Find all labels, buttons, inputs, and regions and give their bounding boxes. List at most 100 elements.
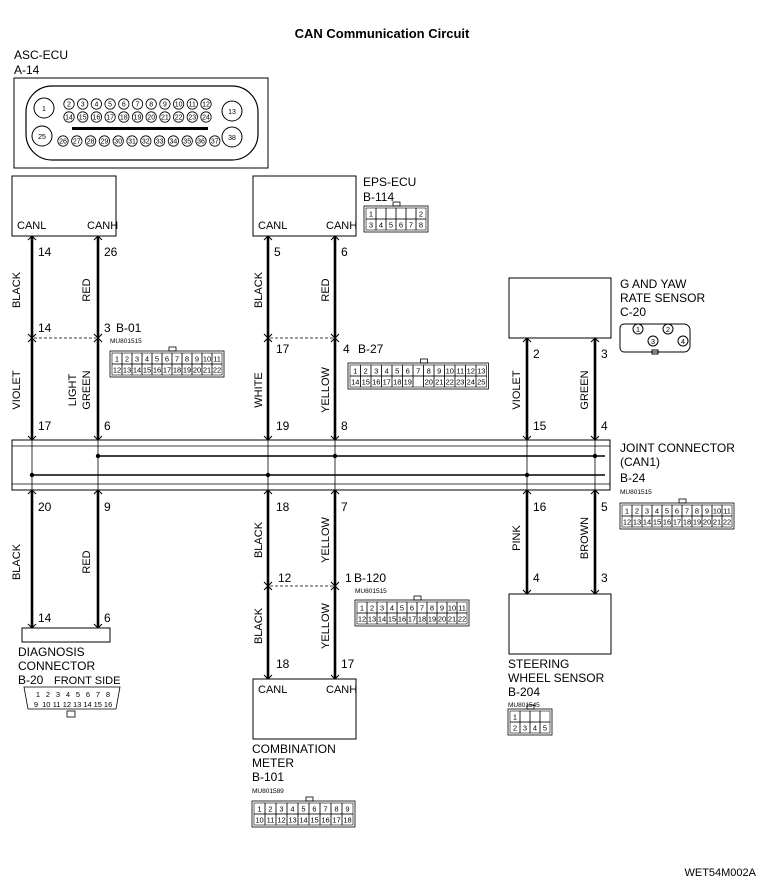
wire-meter-l-color-top: BLACK xyxy=(253,521,265,558)
connector-pin-number: 16 xyxy=(663,518,671,527)
connector-pin-number: 2 xyxy=(125,355,129,364)
eps-ecu-name: EPS-ECU xyxy=(363,175,416,189)
connector-pin-number: 15 xyxy=(388,615,396,624)
connector-pin-number: 21 xyxy=(203,366,211,375)
wire-asc-l-color-top: BLACK xyxy=(11,271,23,308)
wire-asc-l-top-pin: 14 xyxy=(38,245,52,259)
terminal-mark xyxy=(27,235,37,241)
asc-pin-circle xyxy=(195,135,207,147)
joint-part-number: MU801515 xyxy=(620,489,652,496)
wire-meter-l-bot-pin: 18 xyxy=(276,657,290,671)
diag-pin: 13 xyxy=(73,700,81,709)
gyaw-pin-2: 2 xyxy=(666,325,670,334)
wire-asc-h-color-top: RED xyxy=(81,278,93,301)
connector-pin-number: 15 xyxy=(310,816,318,825)
connector-pin-number: 2 xyxy=(635,507,639,516)
asc-pin: 19 xyxy=(134,115,142,122)
diag-pin: 3 xyxy=(56,690,60,699)
diagram-title: CAN Communication Circuit xyxy=(295,26,470,41)
connector-pin-number: 18 xyxy=(418,615,426,624)
asc-pin: 18 xyxy=(120,115,128,122)
connector-pin-number: 14 xyxy=(378,615,386,624)
asc-pin: 17 xyxy=(106,115,114,122)
diag-pin: 16 xyxy=(104,700,112,709)
steer-part-number: MU801545 xyxy=(508,702,540,709)
connector-pin-number: 3 xyxy=(645,507,649,516)
diag-name-line2: CONNECTOR xyxy=(18,659,95,673)
connector-pin-number: 17 xyxy=(163,366,171,375)
eps-canh-label: CANH xyxy=(326,220,357,232)
connector-pin-number: 20 xyxy=(703,518,711,527)
connector-pin-number: 1 xyxy=(257,805,261,814)
asc-ecu-id: A-14 xyxy=(14,63,40,77)
wire-meter-l-mid-pin: 12 xyxy=(278,571,292,585)
wire-gy-h-joint-pin: 4 xyxy=(601,419,608,433)
connector-pin-number: 10 xyxy=(446,367,454,376)
asc-pin-circle xyxy=(104,111,116,123)
connector-pin-number: 8 xyxy=(334,805,338,814)
asc-canl-label: CANL xyxy=(17,220,46,232)
asc-pin-circle xyxy=(118,98,130,110)
asc-pin: 6 xyxy=(122,102,126,109)
wire-steer-l-bot-pin: 4 xyxy=(533,571,540,585)
asc-pin-circle xyxy=(200,98,212,110)
connector-pin-number: 8 xyxy=(185,355,189,364)
eps-canl-label: CANL xyxy=(258,220,287,232)
gyaw-pin-4: 4 xyxy=(681,337,685,346)
wire-diag-l-color: BLACK xyxy=(11,543,23,580)
connector-pin-number: 1 xyxy=(360,604,364,613)
asc-pin: 2 xyxy=(67,102,71,109)
connector-pin-number: 16 xyxy=(372,378,380,387)
asc-pin: 10 xyxy=(175,102,183,109)
connector-pin-number: 4 xyxy=(385,367,389,376)
asc-pin-circle xyxy=(118,111,130,123)
asc-ecu-name: ASC-ECU xyxy=(14,48,68,62)
connector-pin-number: 12 xyxy=(467,367,475,376)
connector-pin-number: 19 xyxy=(428,615,436,624)
asc-pin-circle xyxy=(167,135,179,147)
wire-meter-l-color-bot: BLACK xyxy=(253,607,265,644)
wire-meter-h-color-top: YELLOW xyxy=(320,516,332,562)
connector-pin-number: 25 xyxy=(477,378,485,387)
wire-gy-l-top-pin: 2 xyxy=(533,347,540,361)
diag-pin: 10 xyxy=(42,700,50,709)
connector-pin-number: 9 xyxy=(437,367,441,376)
connector-pin-number: 13 xyxy=(368,615,376,624)
terminal-mark xyxy=(263,337,273,343)
wire-eps-h-joint-pin: 8 xyxy=(341,419,348,433)
connector-pin-number: 2 xyxy=(370,604,374,613)
connector-pin-number: 20 xyxy=(438,615,446,624)
gyaw-pin-3: 3 xyxy=(651,337,655,346)
terminal-mark xyxy=(93,235,103,241)
combination-meter-box xyxy=(252,678,357,740)
wire-diag-l-bot-pin: 14 xyxy=(38,611,52,625)
asc-pin: 7 xyxy=(136,102,140,109)
connector-pin-number: 2 xyxy=(419,210,423,219)
meter-id: B-101 xyxy=(252,770,284,784)
wire-meter-l-joint-pin: 18 xyxy=(276,500,290,514)
wire-eps-l-top-pin: 5 xyxy=(274,245,281,259)
b120-id: B-120 xyxy=(354,571,386,585)
connector-pin-number: 14 xyxy=(351,378,359,387)
meter-canl-label: CANL xyxy=(258,684,287,696)
drawing-code: WET54M002A xyxy=(684,867,756,879)
connector-pin-number: 8 xyxy=(430,604,434,613)
connector-pin-number: 4 xyxy=(533,724,537,733)
connector-pin-number: 17 xyxy=(673,518,681,527)
connector-pin-number: 9 xyxy=(195,355,199,364)
wire-gy-h-top-pin: 3 xyxy=(601,347,608,361)
asc-pin-circle xyxy=(112,135,124,147)
connector-pin-number: 18 xyxy=(393,378,401,387)
connector-pin-number: 12 xyxy=(623,518,631,527)
wire-gy-h-color: GREEN xyxy=(579,370,591,409)
asc-pin-circle xyxy=(159,111,171,123)
connector-pin-number: 22 xyxy=(723,518,731,527)
gyaw-pin-1: 1 xyxy=(636,325,640,334)
connector-pin-number: 4 xyxy=(145,355,149,364)
connector-pin-number: 7 xyxy=(685,507,689,516)
connector-pin-number: 13 xyxy=(633,518,641,527)
g-yaw-sensor-box xyxy=(508,277,612,339)
connector-pin-number: 14 xyxy=(643,518,651,527)
